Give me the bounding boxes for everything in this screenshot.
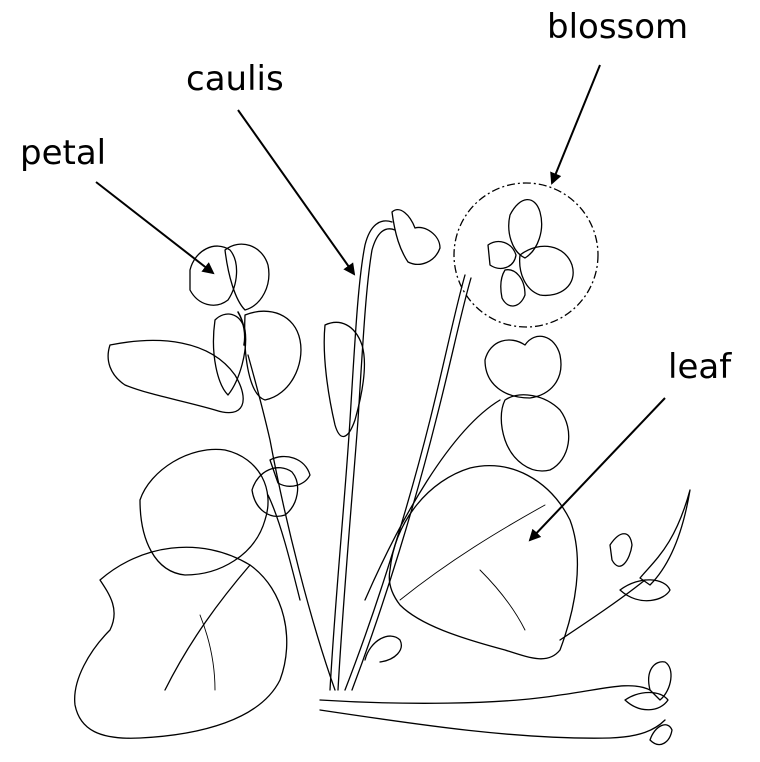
petal-flower-center [238,312,245,345]
petal-flower-top-right [225,244,269,310]
right-leaf [389,466,577,659]
lower-left-leaf [75,547,287,738]
petal-flower-lower-right [245,311,301,400]
upper-left-leaf [108,340,243,412]
stem-to-small-flower [268,495,300,600]
petal-label: petal [20,136,106,170]
runner-stem-2 [320,710,665,738]
runner-leaf-5 [625,693,668,710]
blossom-flower-petal-3 [488,242,516,269]
leaf-arrow [530,398,665,540]
runner-leaf-3 [620,580,670,601]
runner-leaf-2 [610,534,632,566]
runner-stem [320,686,650,704]
middle-left-leaf [140,449,268,575]
right-flower-upper [485,336,561,398]
right-flower-lower [501,395,568,471]
main-stem-caulis [330,221,392,690]
petal-flower-lower-left [213,314,245,395]
caulis-arrow [238,110,354,274]
caulis-label: caulis [186,62,284,96]
blossom-highlight-circle [454,183,598,327]
right-leaf-vein-2 [480,570,525,630]
blossom-arrow [552,65,600,183]
blossom-label: blossom [547,10,688,44]
runner-leaf-1 [640,490,690,585]
right-leaf-vein [400,505,545,600]
petal-arrow [96,182,213,273]
stem-to-petal-flower [248,355,335,690]
nodding-bud [392,210,440,265]
blossom-flower-petal-2 [520,246,574,295]
leaf-label: leaf [668,350,731,384]
main-stem-caulis-2 [338,229,395,690]
runner-stem-upper [560,580,645,640]
stem-to-blossom-2 [352,278,471,690]
lower-left-leaf-vein [165,565,250,690]
runner-leaf-6 [650,725,672,745]
